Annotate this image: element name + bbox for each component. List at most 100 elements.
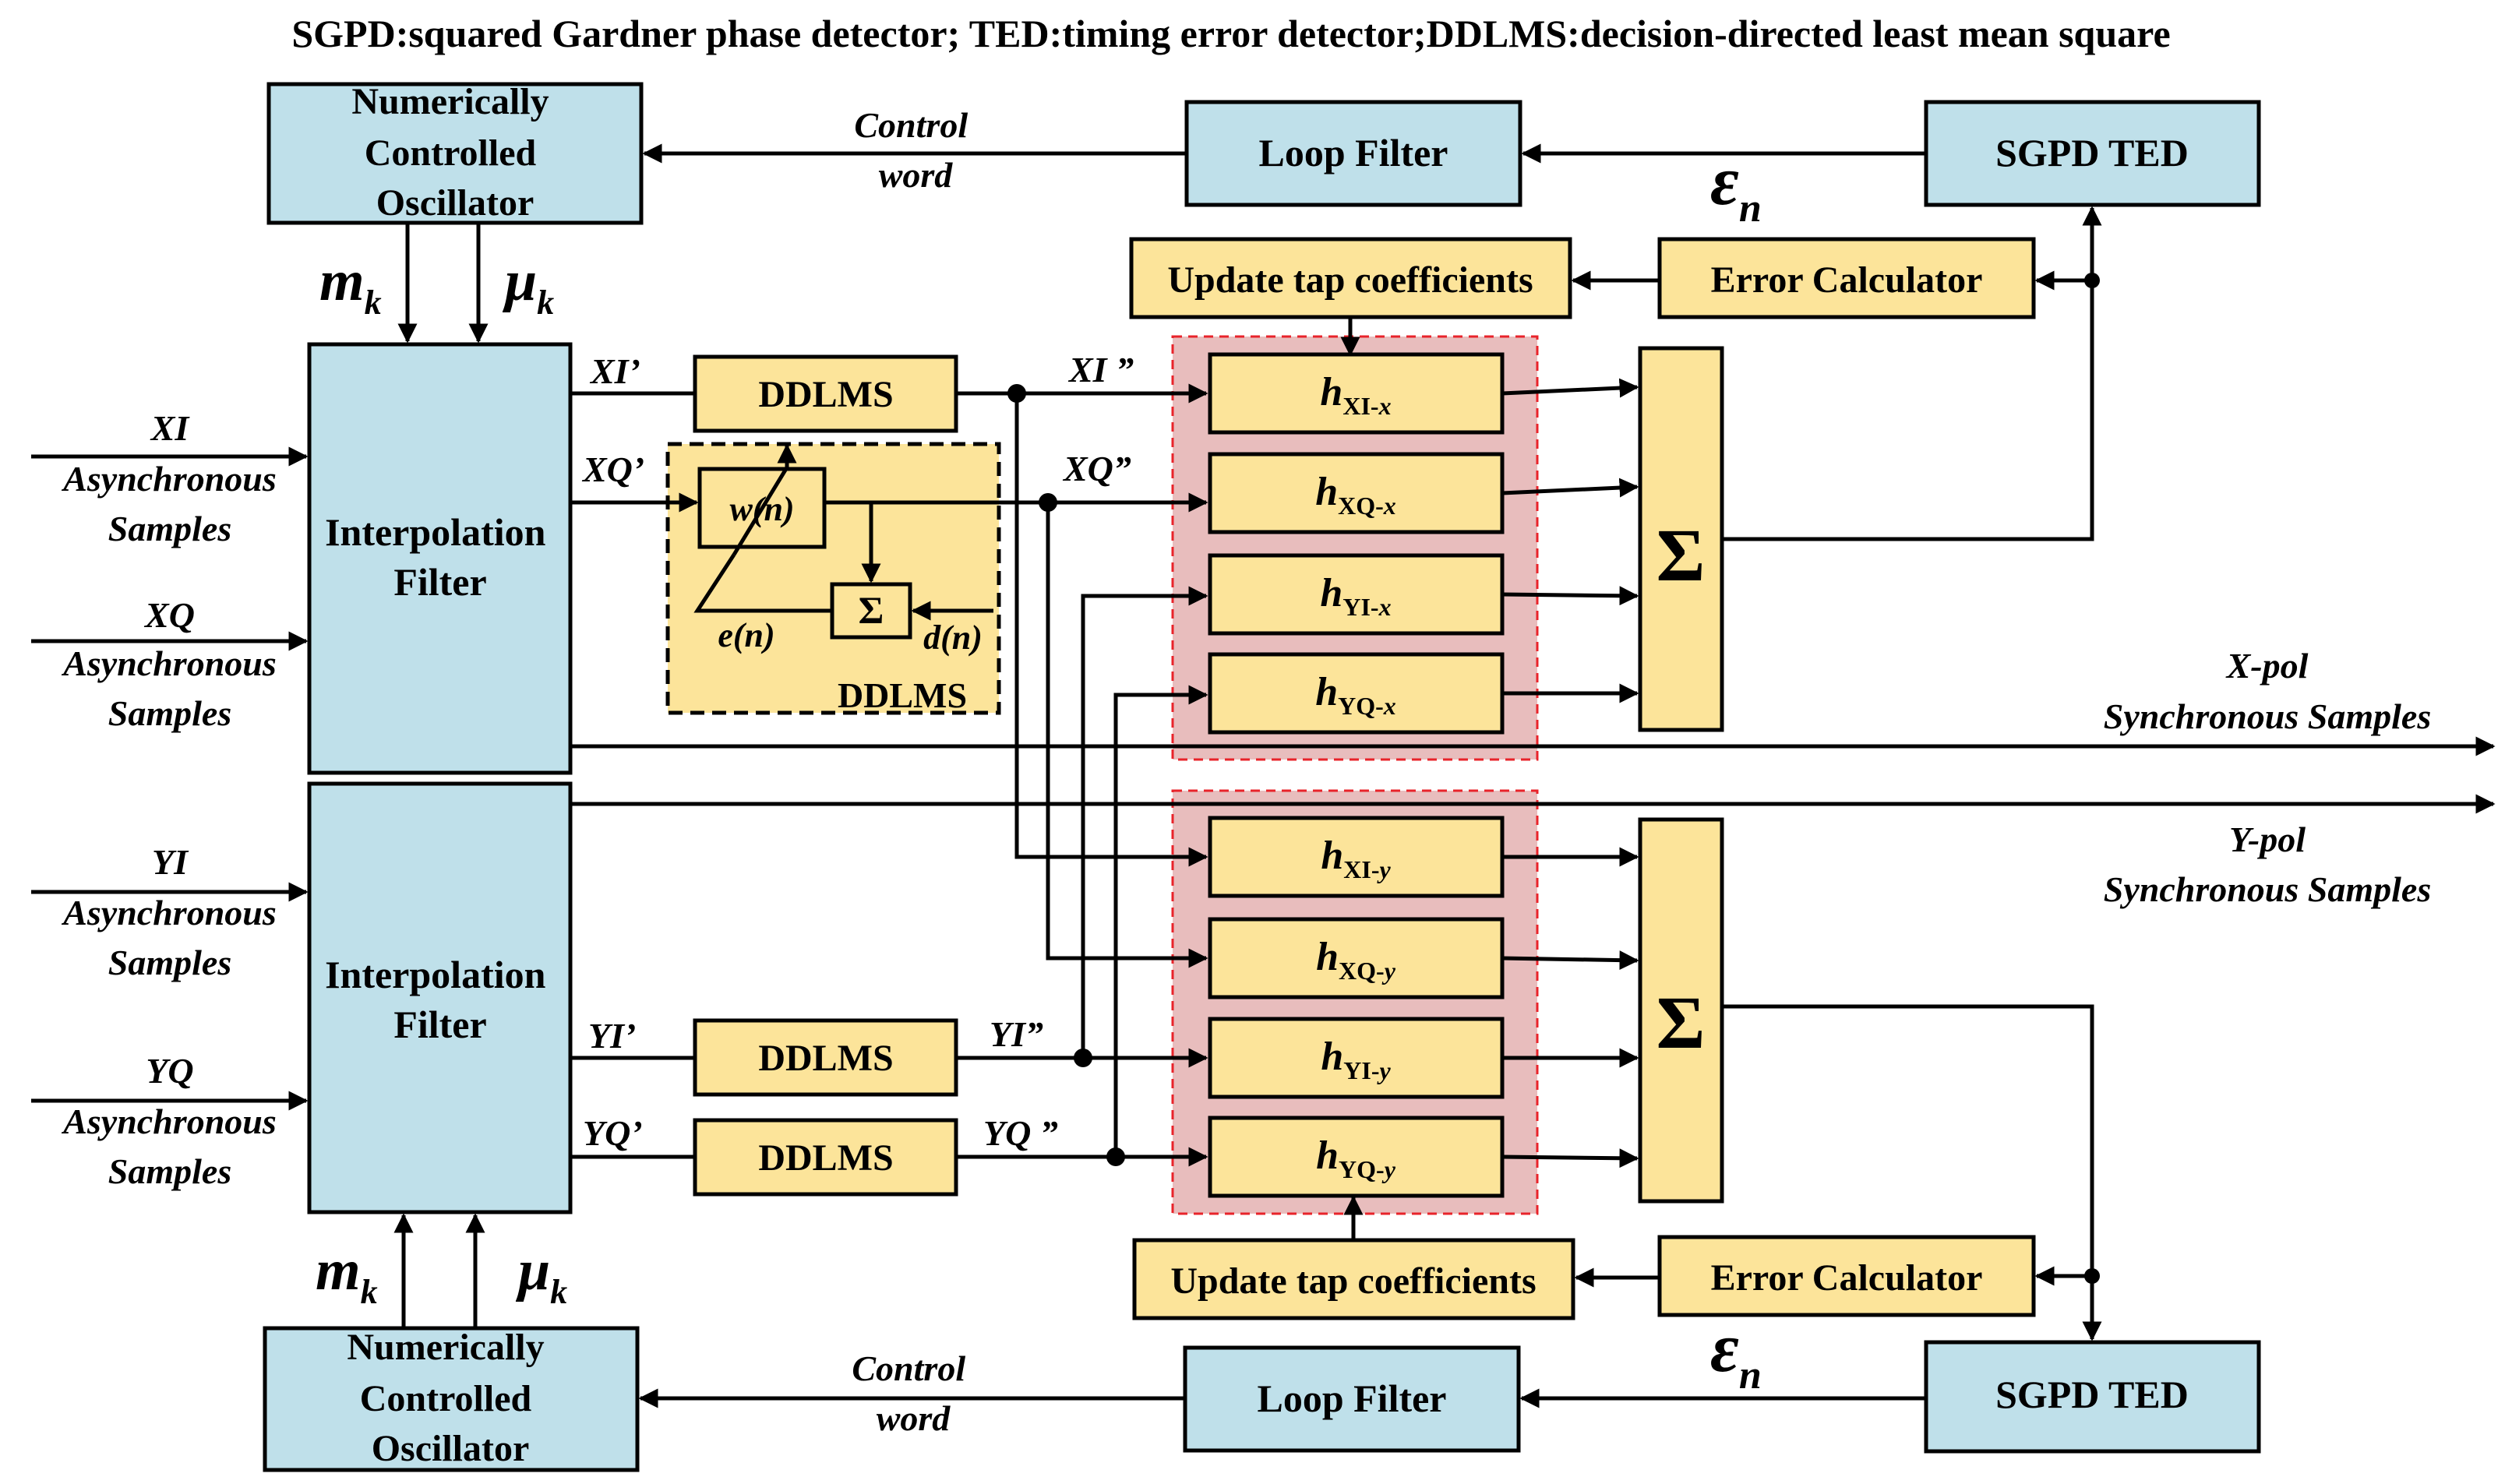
tap-block-2	[1208, 452, 1505, 534]
input-yi: YI	[152, 842, 189, 882]
error-calc-top	[1657, 237, 2036, 319]
control-word-top-2: word	[879, 155, 954, 195]
interp-filter-bottom	[307, 781, 573, 1214]
wire-yq-cross	[1113, 685, 1208, 1157]
muk-bottom: μk	[515, 1239, 567, 1311]
async-xq-2: Samples	[108, 693, 231, 733]
wire-tap-to-sum-1	[1501, 378, 1639, 398]
async-xi-2: Samples	[108, 509, 231, 548]
control-word-top-1: Control	[854, 105, 968, 145]
tap-block-1	[1208, 352, 1505, 435]
sum-x-label: Σ	[1656, 513, 1706, 597]
wire-xi-cross	[1014, 393, 1208, 867]
inner-sum-label: Σ	[859, 588, 884, 632]
wire-tap-to-sum-6	[1501, 950, 1639, 971]
muk-top: μk	[502, 249, 554, 322]
update-taps-bottom	[1132, 1238, 1575, 1320]
svg-text:Interpolation Filter: Interpolation Filter	[325, 953, 556, 1046]
nco-top	[266, 82, 644, 225]
svg-text:Control word: Control word	[852, 1348, 974, 1438]
tap-label-8: hYQ-y	[1316, 1133, 1396, 1183]
error-calc-top-label: Error Calculator	[1711, 259, 1983, 301]
wire-tap-to-sum-2	[1501, 478, 1639, 498]
async-yi-1: Asynchronous	[61, 893, 277, 932]
title: SGPD:squared Gardner phase detector; TED…	[291, 12, 2170, 55]
sum-y-label: Σ	[1656, 981, 1706, 1064]
en-label: e(n)	[718, 616, 774, 654]
label-yi-dprime: YI”	[990, 1014, 1043, 1054]
tap-label-4: hYQ-x	[1315, 670, 1396, 720]
ypol-label-1: Y-pol	[2229, 820, 2306, 859]
label-xq-dprime: XQ”	[1062, 449, 1131, 488]
wire-sumx-to-ted	[1722, 206, 2102, 541]
async-xq-1: Asynchronous	[61, 643, 277, 683]
inner-sum-block	[830, 582, 912, 640]
wires	[393, 143, 2496, 1408]
tap-label-5: hXI-y	[1321, 834, 1391, 883]
wire-tap-to-sum-3	[1501, 586, 1639, 606]
dot-xq	[1039, 493, 1057, 512]
dot-yi	[1074, 1049, 1092, 1067]
dot-ted-top	[2084, 273, 2100, 288]
loop-filter-top	[1184, 100, 1522, 207]
nco-top-line1: Numerically	[351, 81, 549, 122]
wire-en-to-w	[732, 443, 797, 556]
error-calc-bottom-label: Error Calculator	[1711, 1257, 1983, 1299]
svg-text:Numerically Controlled: Numerically Controlled Oscillator	[347, 1327, 553, 1469]
input-xi: XI	[150, 408, 191, 448]
tap-block-5	[1208, 816, 1505, 898]
interp-filter-top	[307, 342, 573, 775]
label-yq-prime: YQ’	[583, 1113, 643, 1153]
tap-label-3: hYI-x	[1320, 571, 1391, 621]
tap-block-7	[1208, 1017, 1505, 1099]
tap-block-3	[1208, 553, 1505, 636]
label-yq-dprime: YQ ”	[983, 1113, 1058, 1153]
tap-region-x-border	[1171, 335, 1539, 761]
epsilon-bottom: εn	[1710, 1310, 1762, 1398]
update-taps-bottom-label: Update tap coefficients	[1170, 1260, 1536, 1302]
tap-label-6: hXQ-y	[1316, 935, 1396, 985]
wire-en-feedback	[693, 553, 832, 613]
sgpd-ted-top-label: SGPD TED	[1995, 131, 2189, 174]
input-yq: YQ	[146, 1051, 193, 1091]
label-xi-dprime: XI ”	[1067, 350, 1134, 390]
wire-xq-cross	[1046, 502, 1208, 968]
tap-label-1: hXI-x	[1320, 370, 1391, 420]
wire-yi-cross	[1081, 586, 1208, 1058]
svg-text:Interpolation Filter: Interpolation Filter	[325, 510, 556, 604]
sum-y	[1638, 817, 1724, 1204]
dot-yq	[1106, 1147, 1125, 1166]
interp-top-line2: Filter	[393, 560, 486, 604]
label-xq-prime: XQ’	[581, 449, 644, 489]
ddlms-xi-label: DDLMS	[758, 374, 893, 415]
ddlms-yi-label: DDLMS	[758, 1038, 893, 1079]
loop-filter-bottom-label: Loop Filter	[1257, 1376, 1446, 1420]
tap-label-2: hXQ-x	[1315, 470, 1396, 520]
mk-bottom: mk	[316, 1239, 378, 1311]
nco-bottom-line2: Controlled	[360, 1378, 532, 1419]
dot-ted-bottom	[2084, 1268, 2100, 1284]
update-taps-top-label: Update tap coefficients	[1167, 259, 1533, 301]
nco-bottom-line3: Oscillator	[372, 1428, 530, 1469]
mk-top: mk	[319, 249, 382, 322]
interp-top-line1: Interpolation	[325, 510, 546, 554]
nco-top-line3: Oscillator	[376, 182, 535, 224]
interp-bottom-line2: Filter	[393, 1003, 486, 1046]
tap-block-8	[1208, 1116, 1505, 1198]
async-yq-2: Samples	[108, 1151, 231, 1191]
dot-xi	[1007, 384, 1026, 403]
ddlms-yq-label: DDLMS	[758, 1137, 893, 1179]
async-yi-2: Samples	[108, 943, 231, 982]
control-word-bottom-2: word	[877, 1398, 951, 1438]
tap-block-4	[1208, 652, 1505, 735]
ypol-label-2: Synchronous Samples	[2104, 869, 2432, 909]
loop-filter-top-label: Loop Filter	[1258, 131, 1448, 174]
wire-tap-to-sum-8	[1501, 1148, 1639, 1169]
nco-bottom-line1: Numerically	[347, 1327, 544, 1368]
label-xi-prime: XI’	[589, 351, 640, 391]
nco-bottom	[263, 1326, 640, 1472]
label-yi-prime: YI’	[588, 1016, 636, 1056]
interp-bottom-line1: Interpolation	[325, 953, 546, 996]
dn-label: d(n)	[923, 619, 983, 657]
